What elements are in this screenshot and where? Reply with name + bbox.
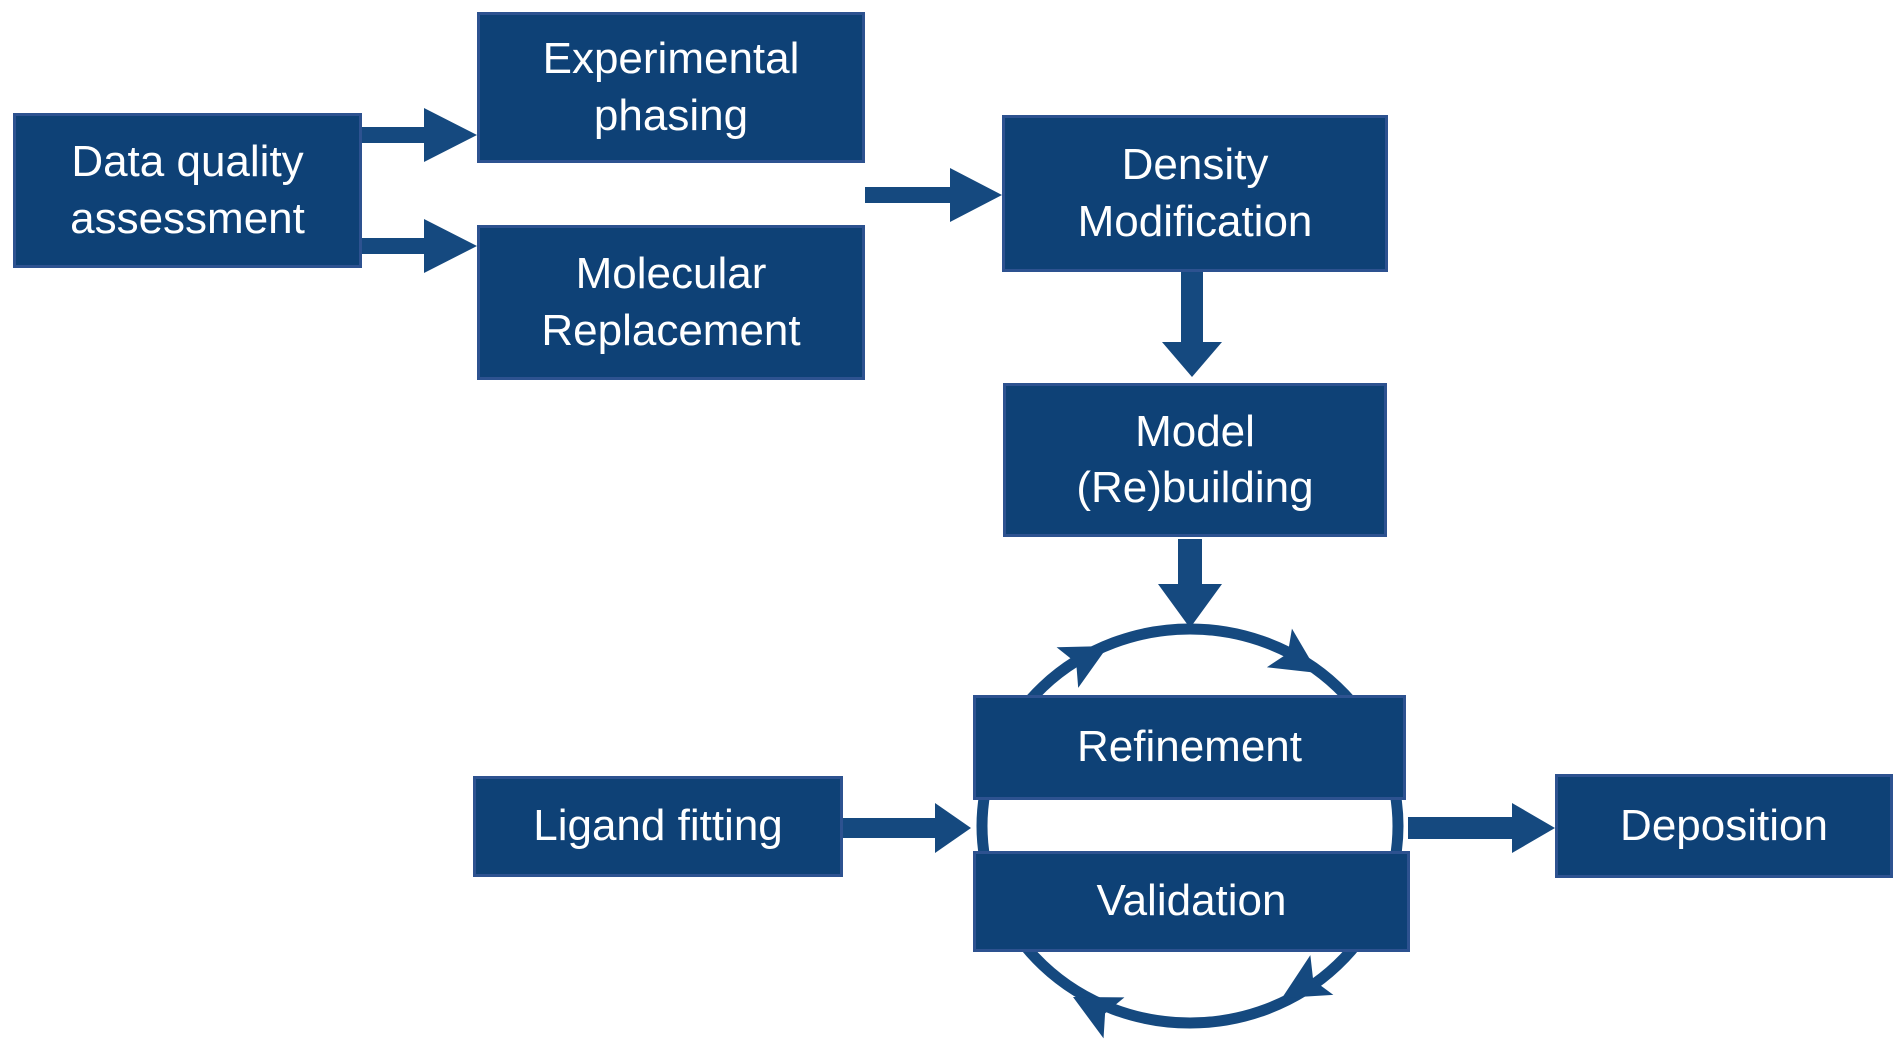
node-label-line: Ligand fitting <box>533 801 783 851</box>
node-label-line: Replacement <box>541 305 801 355</box>
node-label-line: Model <box>1135 406 1255 456</box>
node-data-quality-assessment: Data quality assessment <box>13 113 362 268</box>
node-label-line: Modification <box>1077 196 1313 246</box>
node-label-line: Data quality <box>71 137 304 187</box>
node-label-line: Density <box>1121 140 1269 190</box>
node-ligand-fitting: Ligand fitting <box>473 776 843 877</box>
cycle-arrowhead-top-right-icon <box>1266 628 1318 673</box>
node-label-line: Molecular <box>575 249 767 299</box>
node-experimental-phasing: Experimental phasing <box>477 12 865 163</box>
cycle-ellipse <box>976 623 1404 1029</box>
arrow-density-to-model-icon <box>1162 272 1222 377</box>
node-deposition: Deposition <box>1555 774 1893 878</box>
node-label-line: Refinement <box>1076 722 1302 772</box>
node-molecular-replacement: Molecular Replacement <box>477 225 865 380</box>
node-refinement: Refinement <box>973 695 1406 800</box>
node-model-rebuilding: Model (Re)building <box>1003 383 1387 537</box>
node-label-line: Deposition <box>1620 800 1828 850</box>
node-validation: Validation <box>973 851 1410 952</box>
cycle-arrowhead-bottom-right-icon <box>1282 955 1334 998</box>
node-density-modification: Density Modification <box>1002 115 1388 272</box>
cycle-arrowhead-bottom-left-icon <box>1073 997 1125 1039</box>
arrow-dataquality-to-experimental-icon <box>362 108 477 162</box>
node-label-line: (Re)building <box>1076 463 1314 512</box>
arrow-dataquality-to-molecular-icon <box>362 219 477 273</box>
node-label-line: assessment <box>70 193 305 243</box>
arrow-cycle-to-deposition-icon <box>1408 803 1555 853</box>
node-label-line: phasing <box>593 90 749 140</box>
node-label-line: Validation <box>1096 876 1287 926</box>
arrow-ligand-to-cycle-icon <box>843 803 971 853</box>
node-label-line: Experimental <box>542 34 800 84</box>
arrow-phasing-to-density-icon <box>865 168 1002 222</box>
cycle-arrowhead-top-left-icon <box>1056 646 1108 688</box>
arrow-model-to-cycle-icon <box>1158 539 1222 628</box>
